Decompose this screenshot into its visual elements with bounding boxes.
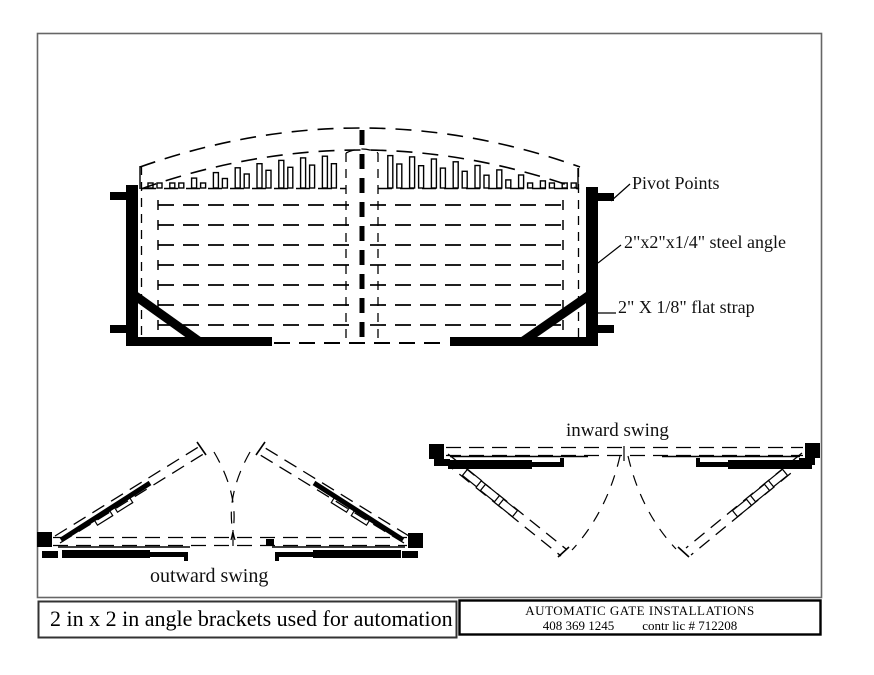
- inward-right-post: [805, 443, 820, 458]
- right-pivot-bottom: [597, 325, 614, 333]
- title-block-company-info: AUTOMATIC GATE INSTALLATIONS 408 369 124…: [459, 601, 821, 635]
- outward-operators: [58, 539, 405, 561]
- outward-open-braces: [59, 480, 405, 543]
- title-block-right-box: [458, 599, 822, 636]
- title-block-borders: [37, 599, 822, 639]
- right-pivot-top: [597, 193, 614, 201]
- outward-right-post: [408, 533, 423, 548]
- inward-open-gate-tips: [557, 546, 690, 558]
- outward-left-post: [37, 532, 52, 547]
- horizontal-rails: [157, 200, 564, 330]
- outward-swing-arcs: [213, 451, 251, 541]
- pivot-leader: [610, 183, 631, 202]
- contractor-license: contr lic # 712208: [642, 618, 738, 633]
- right-post-assembly: [450, 187, 614, 346]
- outward-closed-gate: [53, 536, 407, 547]
- right-diagonal-brace: [519, 288, 597, 346]
- steel-angle-leader: [597, 244, 622, 264]
- inward-closed-gate: [446, 446, 803, 457]
- outward-open-gate-tips: [196, 441, 266, 456]
- page-border: [36, 32, 823, 599]
- flat-strap-label: 2" X 1/8" flat strap: [618, 297, 755, 317]
- left-pivot-top: [110, 192, 127, 200]
- outward-posts: [37, 532, 423, 558]
- title-block-description: 2 in x 2 in angle brackets used for auto…: [50, 606, 453, 631]
- callout-leader-lines: [597, 183, 631, 314]
- inward-left-post: [429, 444, 444, 459]
- left-post-assembly: [110, 185, 272, 346]
- left-pivot-bottom: [110, 325, 127, 333]
- pivot-points-label: Pivot Points: [632, 173, 720, 193]
- inward-swing-diagram: [429, 443, 820, 558]
- inward-swing-label: inward swing: [566, 420, 669, 441]
- company-phone: 408 369 1245: [542, 618, 615, 633]
- left-diagonal-brace: [127, 288, 203, 346]
- outward-swing-diagram: [37, 441, 423, 561]
- left-post: [126, 185, 138, 346]
- inward-open-actuators: [461, 468, 789, 518]
- company-name: AUTOMATIC GATE INSTALLATIONS: [525, 603, 755, 618]
- inward-operators: [448, 455, 812, 469]
- outward-swing-label: outward swing: [150, 565, 269, 587]
- gate-stiles: [140, 148, 580, 345]
- title-block-left-box: [37, 600, 458, 639]
- steel-angle-label: 2"x2"x1/4" steel angle: [624, 232, 787, 252]
- inward-swing-arcs: [571, 455, 677, 551]
- right-post: [586, 187, 598, 346]
- outward-open-actuators: [92, 495, 372, 526]
- gate-elevation: [110, 127, 631, 346]
